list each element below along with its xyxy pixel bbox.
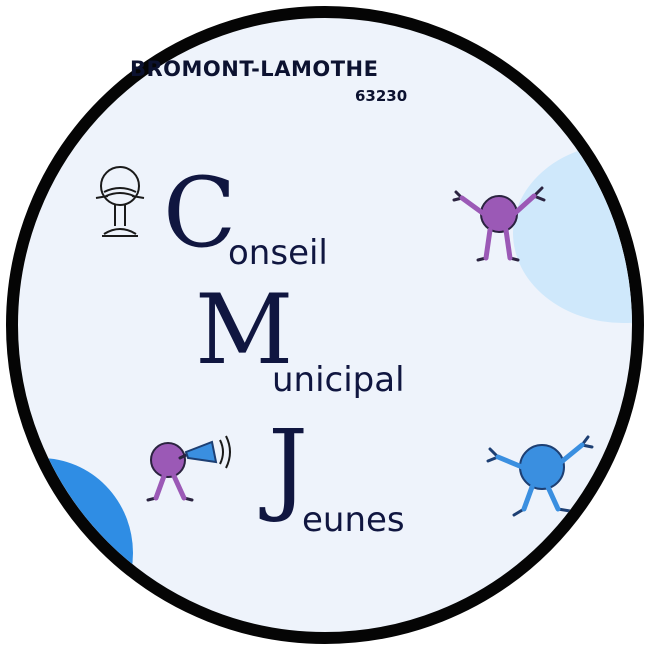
blue-blob — [18, 458, 133, 632]
initial-c: C — [163, 157, 237, 269]
dancing-blue-figure-icon — [486, 435, 594, 517]
initial-j: J — [268, 408, 309, 525]
word-municipal: unicipal — [272, 360, 405, 400]
meditating-figure-icon — [95, 166, 145, 237]
cmj-logo-disc — [6, 6, 644, 644]
postcode: 63230 — [355, 87, 408, 105]
cheering-purple-figure-icon — [452, 186, 546, 262]
megaphone-figure-icon — [146, 435, 231, 502]
town-name: BROMONT-LAMOTHE — [130, 57, 379, 81]
word-jeunes: eunes — [302, 500, 405, 540]
word-conseil: onseil — [228, 233, 328, 273]
initial-m: M — [195, 274, 294, 386]
